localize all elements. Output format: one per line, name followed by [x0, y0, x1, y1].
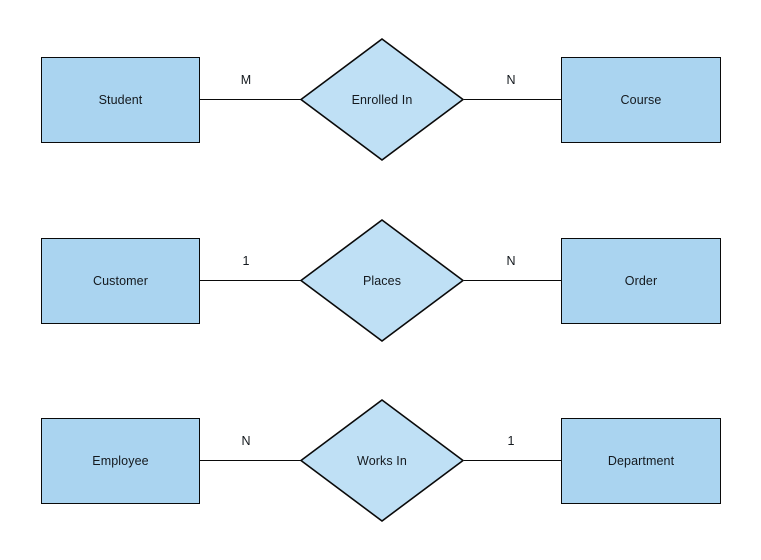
cardinality-label-right: N	[506, 73, 516, 87]
entity-order[interactable]: Order	[561, 238, 721, 324]
entity-student[interactable]: Student	[41, 57, 200, 143]
entity-employee[interactable]: Employee	[41, 418, 200, 504]
entity-department[interactable]: Department	[561, 418, 721, 504]
diamond-shape	[300, 219, 464, 342]
relationship-places[interactable]: Places	[300, 219, 464, 342]
entity-label: Student	[98, 92, 143, 107]
cardinality-label-right: N	[506, 254, 516, 268]
cardinality-label-left: 1	[242, 254, 250, 268]
connector-line-left	[200, 460, 301, 461]
connector-line-right	[464, 99, 562, 100]
er-relationship-row: Customer 1 Places N Order	[0, 211, 761, 351]
cardinality-label-left: M	[240, 73, 252, 87]
relationship-works-in[interactable]: Works In	[300, 399, 464, 522]
connector-line-right	[464, 460, 562, 461]
entity-label: Department	[607, 453, 675, 468]
entity-label: Customer	[93, 273, 148, 288]
diamond-shape	[300, 399, 464, 522]
connector-line-left	[200, 99, 301, 100]
cardinality-label-right: 1	[507, 434, 515, 448]
relationship-enrolled-in[interactable]: Enrolled In	[300, 38, 464, 161]
entity-label: Order	[624, 273, 658, 288]
er-relationship-row: Student M Enrolled In N Course	[0, 30, 761, 170]
cardinality-label-left: N	[241, 434, 251, 448]
er-relationship-row: Employee N Works In 1 Department	[0, 391, 761, 531]
entity-course[interactable]: Course	[561, 57, 721, 143]
entity-label: Employee	[92, 453, 149, 468]
entity-customer[interactable]: Customer	[41, 238, 200, 324]
entity-label: Course	[620, 92, 662, 107]
connector-line-left	[200, 280, 301, 281]
diamond-shape	[300, 38, 464, 161]
connector-line-right	[464, 280, 562, 281]
